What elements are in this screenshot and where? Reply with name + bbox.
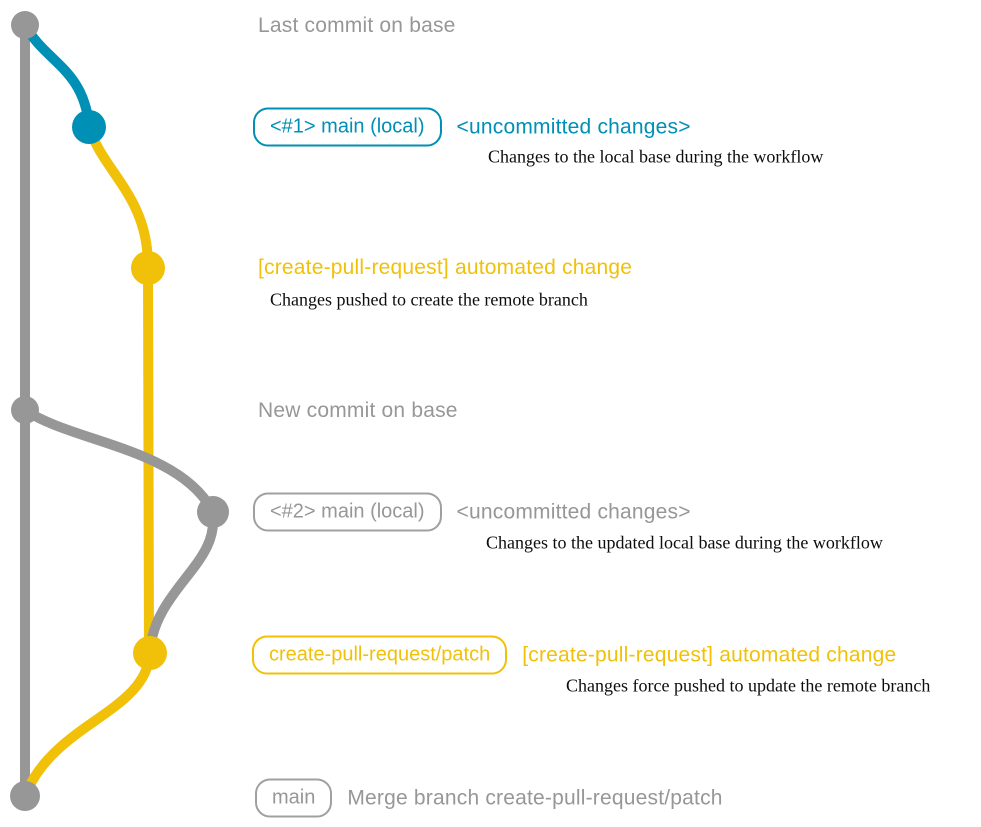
local-branch-line-2-out [20, 405, 217, 515]
commit-dot-automated-2 [133, 636, 167, 670]
commit-message: New commit on base [258, 399, 458, 422]
commit-dot-merge [10, 781, 40, 811]
local-branch-line-2-in [145, 507, 219, 655]
commit-dot-new-base [11, 396, 39, 424]
local-branch-line-1 [20, 20, 94, 130]
commit-row-uncommitted-2: <#2> main (local) <uncommitted changes> [253, 492, 691, 532]
commit-row-uncommitted-1: <#1> main (local) <uncommitted changes> [253, 107, 691, 147]
commit-row-merge: main Merge branch create-pull-request/pa… [255, 778, 723, 818]
commit-dot-automated-1 [131, 251, 165, 285]
patch-merge-line [22, 648, 155, 796]
commit-message: Last commit on base [258, 14, 456, 37]
commit-annotation: Changes to the local base during the wor… [488, 146, 824, 167]
branch-label-main-local-2: <#2> main (local) [253, 492, 442, 532]
commit-row-automated-2: create-pull-request/patch [create-pull-r… [252, 635, 897, 675]
commit-annotation: Changes force pushed to update the remot… [566, 675, 931, 696]
commit-dot-last-base [11, 11, 39, 39]
branch-label-main: main [255, 778, 333, 818]
commit-message: Merge branch create-pull-request/patch [347, 786, 723, 809]
commit-dot-uncommitted-1 [72, 110, 106, 144]
commit-annotation: Changes pushed to create the remote bran… [270, 289, 588, 310]
commit-row-last-base: Last commit on base [258, 14, 456, 38]
branch-label-main-local-1: <#1> main (local) [253, 107, 442, 147]
commit-message: [create-pull-request] automated change [522, 643, 897, 666]
commit-message: <uncommitted changes> [456, 115, 691, 138]
branch-label-patch: create-pull-request/patch [252, 635, 508, 675]
commit-annotation: Changes to the updated local base during… [486, 532, 883, 553]
commit-message: <uncommitted changes> [456, 500, 691, 523]
commit-dot-uncommitted-2 [197, 496, 229, 528]
commit-row-automated-1: [create-pull-request] automated change [258, 256, 632, 280]
commit-row-new-base: New commit on base [258, 399, 458, 423]
patch-branch-line-out [84, 122, 153, 271]
commit-message: [create-pull-request] automated change [258, 256, 633, 279]
